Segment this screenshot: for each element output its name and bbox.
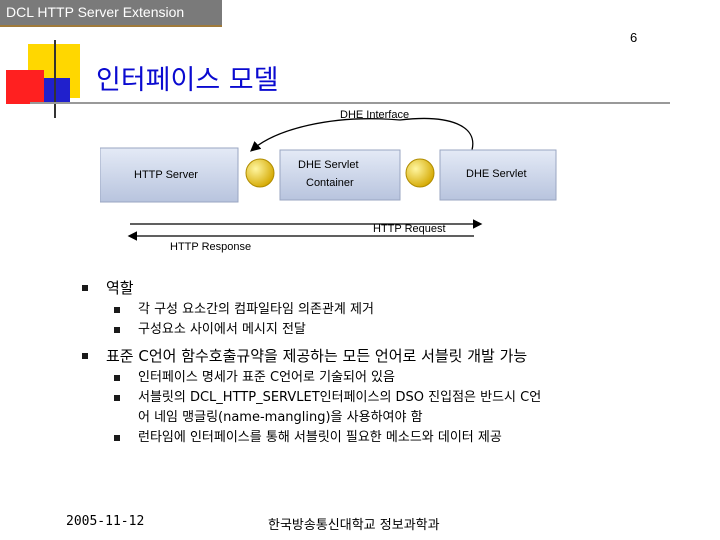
connector-left [245, 158, 275, 188]
connector-right [405, 158, 435, 188]
sub-bullet: 인터페이스 명세가 표준 C언어로 기술되어 있음 [74, 368, 714, 388]
decor-vertical-line [54, 40, 56, 118]
bullet-marker [114, 395, 120, 401]
interface-diagram: DHE Interface HTTP Server DHE Servlet Co… [100, 109, 557, 253]
sub-bullet: 서블릿의 DCL_HTTP_SERVLET인터페이스의 DSO 진입점은 반드시… [74, 388, 714, 408]
bullet-role: 역할 [74, 278, 714, 298]
bullet-list: 역할 각 구성 요소간의 컴파일타임 의존관계 제거 구성요소 사이에서 메시지… [74, 278, 714, 448]
bullet-marker [114, 435, 120, 441]
response-label: HTTP Response [170, 241, 251, 253]
request-label: HTTP Request [373, 223, 446, 235]
container-box [279, 149, 401, 201]
http-server-label: HTTP Server [134, 169, 198, 181]
interface-label: DHE Interface [340, 109, 409, 121]
sub-bullet: 런타임에 인터페이스를 통해 서블릿이 필요한 메소드와 데이터 제공 [74, 428, 714, 448]
servlet-box [439, 149, 557, 201]
bullet-marker [114, 327, 120, 333]
interface-arrow [250, 118, 401, 152]
footer-organization: 한국방송통신대학교 정보과학과 [268, 518, 440, 533]
bullet-marker [82, 285, 88, 291]
bullet-marker [114, 307, 120, 313]
bullet-marker [82, 353, 88, 359]
header-bar: DCL HTTP Server Extension [0, 0, 222, 27]
title-underline [30, 102, 670, 104]
http-server-box [100, 147, 239, 203]
container-label-1: DHE Servlet [298, 159, 359, 171]
slide-title: 인터페이스 모델 [96, 65, 279, 96]
servlet-label: DHE Servlet [466, 168, 527, 180]
interface-arrow-right [399, 117, 474, 151]
sub-bullet: 구성요소 사이에서 메시지 전달 [74, 320, 714, 340]
decor-red-square [6, 70, 44, 104]
sub-bullet-continuation: 어 네임 맹글링(name-mangling)을 사용하여야 함 [138, 410, 423, 425]
footer-date: 2005-11-12 [66, 514, 145, 529]
container-label-2: Container [306, 177, 354, 189]
bullet-marker [114, 375, 120, 381]
bullet-c-language: 표준 C언어 함수호출규약을 제공하는 모든 언어로 서블릿 개발 가능 [74, 346, 714, 366]
header-title: DCL HTTP Server Extension [6, 4, 185, 20]
sub-bullet: 각 구성 요소간의 컴파일타임 의존관계 제거 [74, 300, 714, 320]
page-number: 6 [630, 30, 638, 45]
decor-blue-square [44, 78, 70, 104]
